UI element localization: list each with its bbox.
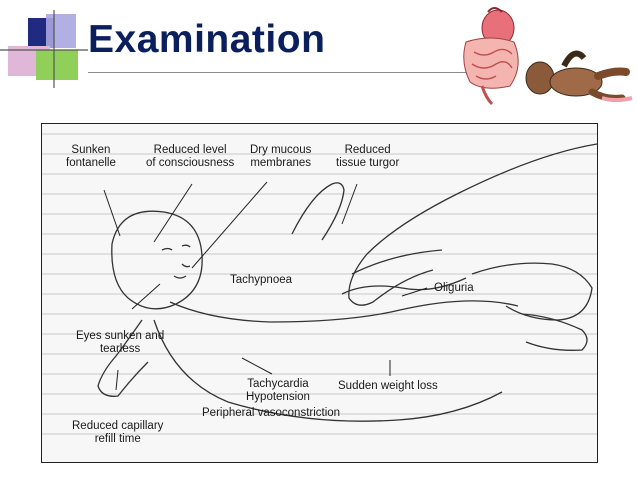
digestive-organs-icon bbox=[463, 7, 519, 106]
label-sudden-weight-loss: Sudden weight loss bbox=[338, 380, 438, 392]
infant-outline bbox=[97, 143, 597, 422]
label-tachycardia-hypotension: Tachycardia Hypotension bbox=[246, 378, 310, 403]
label-reduced-tissue-turgor: Reduced tissue turgor bbox=[336, 144, 400, 169]
infant-outline-drawing bbox=[42, 133, 597, 435]
label-eyes-sunken: Eyes sunken and tearless bbox=[76, 330, 165, 355]
label-peripheral-vasoconstriction: Peripheral vasoconstriction bbox=[202, 407, 341, 419]
label-sunken-fontanelle: Sunken fontanelle bbox=[66, 144, 116, 169]
baby-icon bbox=[525, 50, 633, 102]
slide-title: Examination bbox=[88, 18, 326, 61]
dehydration-signs-figure: Sunken fontanelle Reduced level of consc… bbox=[41, 123, 598, 463]
label-tachypnoea: Tachypnoea bbox=[230, 274, 293, 286]
title-underline bbox=[88, 72, 468, 73]
label-leader-lines bbox=[103, 181, 428, 391]
decorative-squares bbox=[0, 10, 88, 88]
label-reduced-consciousness: Reduced level of consciousness bbox=[146, 144, 235, 169]
label-oliguria: Oliguria bbox=[434, 282, 474, 294]
label-dry-mucous-membranes: Dry mucous membranes bbox=[250, 144, 312, 169]
label-reduced-capillary-refill: Reduced capillary refill time bbox=[72, 420, 164, 445]
digestive-system-baby-clipart bbox=[463, 7, 633, 106]
